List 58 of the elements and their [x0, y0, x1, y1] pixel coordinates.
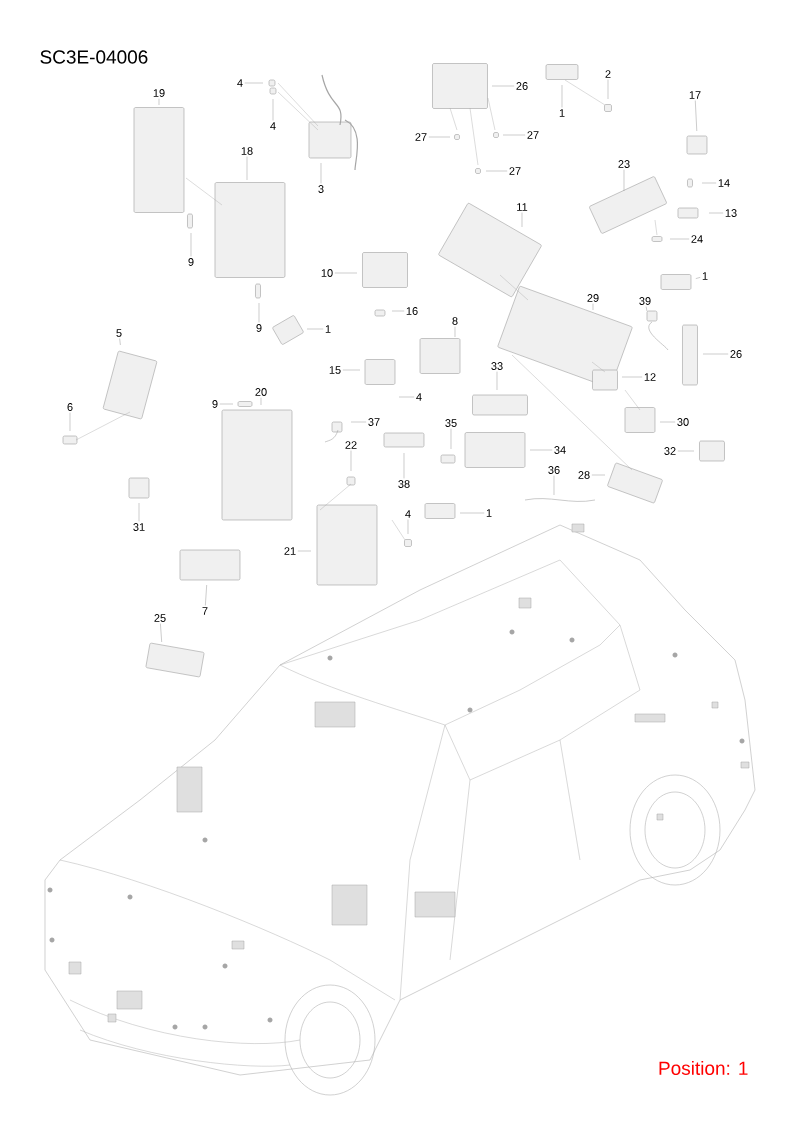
callout-number: 11 [517, 203, 528, 211]
callout-number: 1 [559, 109, 565, 117]
callout-number: 30 [677, 418, 689, 426]
leader-line [205, 584, 207, 606]
leader-line [695, 277, 701, 279]
callout-number: 1 [486, 509, 492, 517]
callout-number: 9 [256, 324, 262, 332]
callout-number: 1 [702, 272, 708, 280]
leader-line [119, 338, 121, 346]
callout-number: 9 [212, 400, 218, 408]
part-number: SC3E-04006 [40, 50, 148, 64]
callout-number: 36 [548, 466, 560, 474]
callout-number: 9 [188, 258, 194, 266]
callout-number: 22 [345, 441, 357, 449]
callout-number: 37 [368, 418, 380, 426]
callout-number: 27 [415, 133, 427, 141]
callout-number: 15 [329, 366, 341, 374]
callout-number: 3 [318, 185, 324, 193]
callout-number: 32 [664, 447, 676, 455]
position-label: Position: 1 [659, 1061, 748, 1075]
callout-number: 19 [153, 89, 165, 97]
callout-number: 24 [691, 235, 703, 243]
callout-number: 10 [321, 269, 333, 277]
callout-number: 4 [405, 510, 411, 518]
callout-number: 27 [527, 131, 539, 139]
callout-number: 23 [618, 160, 630, 168]
callout-number: 20 [255, 388, 267, 396]
callout-number: 31 [133, 523, 145, 531]
callout-number: 7 [202, 607, 208, 615]
callout-number: 4 [270, 122, 276, 130]
callout-number: 17 [689, 91, 701, 99]
callout-number: 2 [605, 70, 611, 78]
callout-number: 16 [406, 307, 418, 315]
callout-number: 28 [578, 471, 590, 479]
leader-line [695, 100, 698, 132]
callout-number: 26 [730, 350, 742, 358]
callout-number: 26 [516, 82, 528, 90]
callout-number: 18 [241, 147, 253, 155]
callout-number: 8 [452, 317, 458, 325]
callout-number: 1 [325, 325, 331, 333]
callout-number: 14 [718, 179, 730, 187]
callout-number: 13 [725, 209, 737, 217]
leader-line [645, 306, 648, 312]
callout-number: 4 [237, 79, 243, 87]
callout-number: 6 [67, 403, 73, 411]
callout-number: 35 [445, 419, 457, 427]
callout-number: 4 [416, 393, 422, 401]
callout-number: 25 [154, 614, 166, 622]
callout-number: 21 [284, 547, 296, 555]
callout-number: 34 [554, 446, 566, 454]
callout-number: 39 [639, 297, 651, 305]
callout-number: 38 [398, 480, 410, 488]
callout-number: 29 [587, 294, 599, 302]
callout-number: 5 [116, 329, 122, 337]
callout-number: 33 [491, 362, 503, 370]
callout-number: 27 [509, 167, 521, 175]
callout-number: 12 [644, 373, 656, 381]
leader-line [160, 623, 162, 643]
